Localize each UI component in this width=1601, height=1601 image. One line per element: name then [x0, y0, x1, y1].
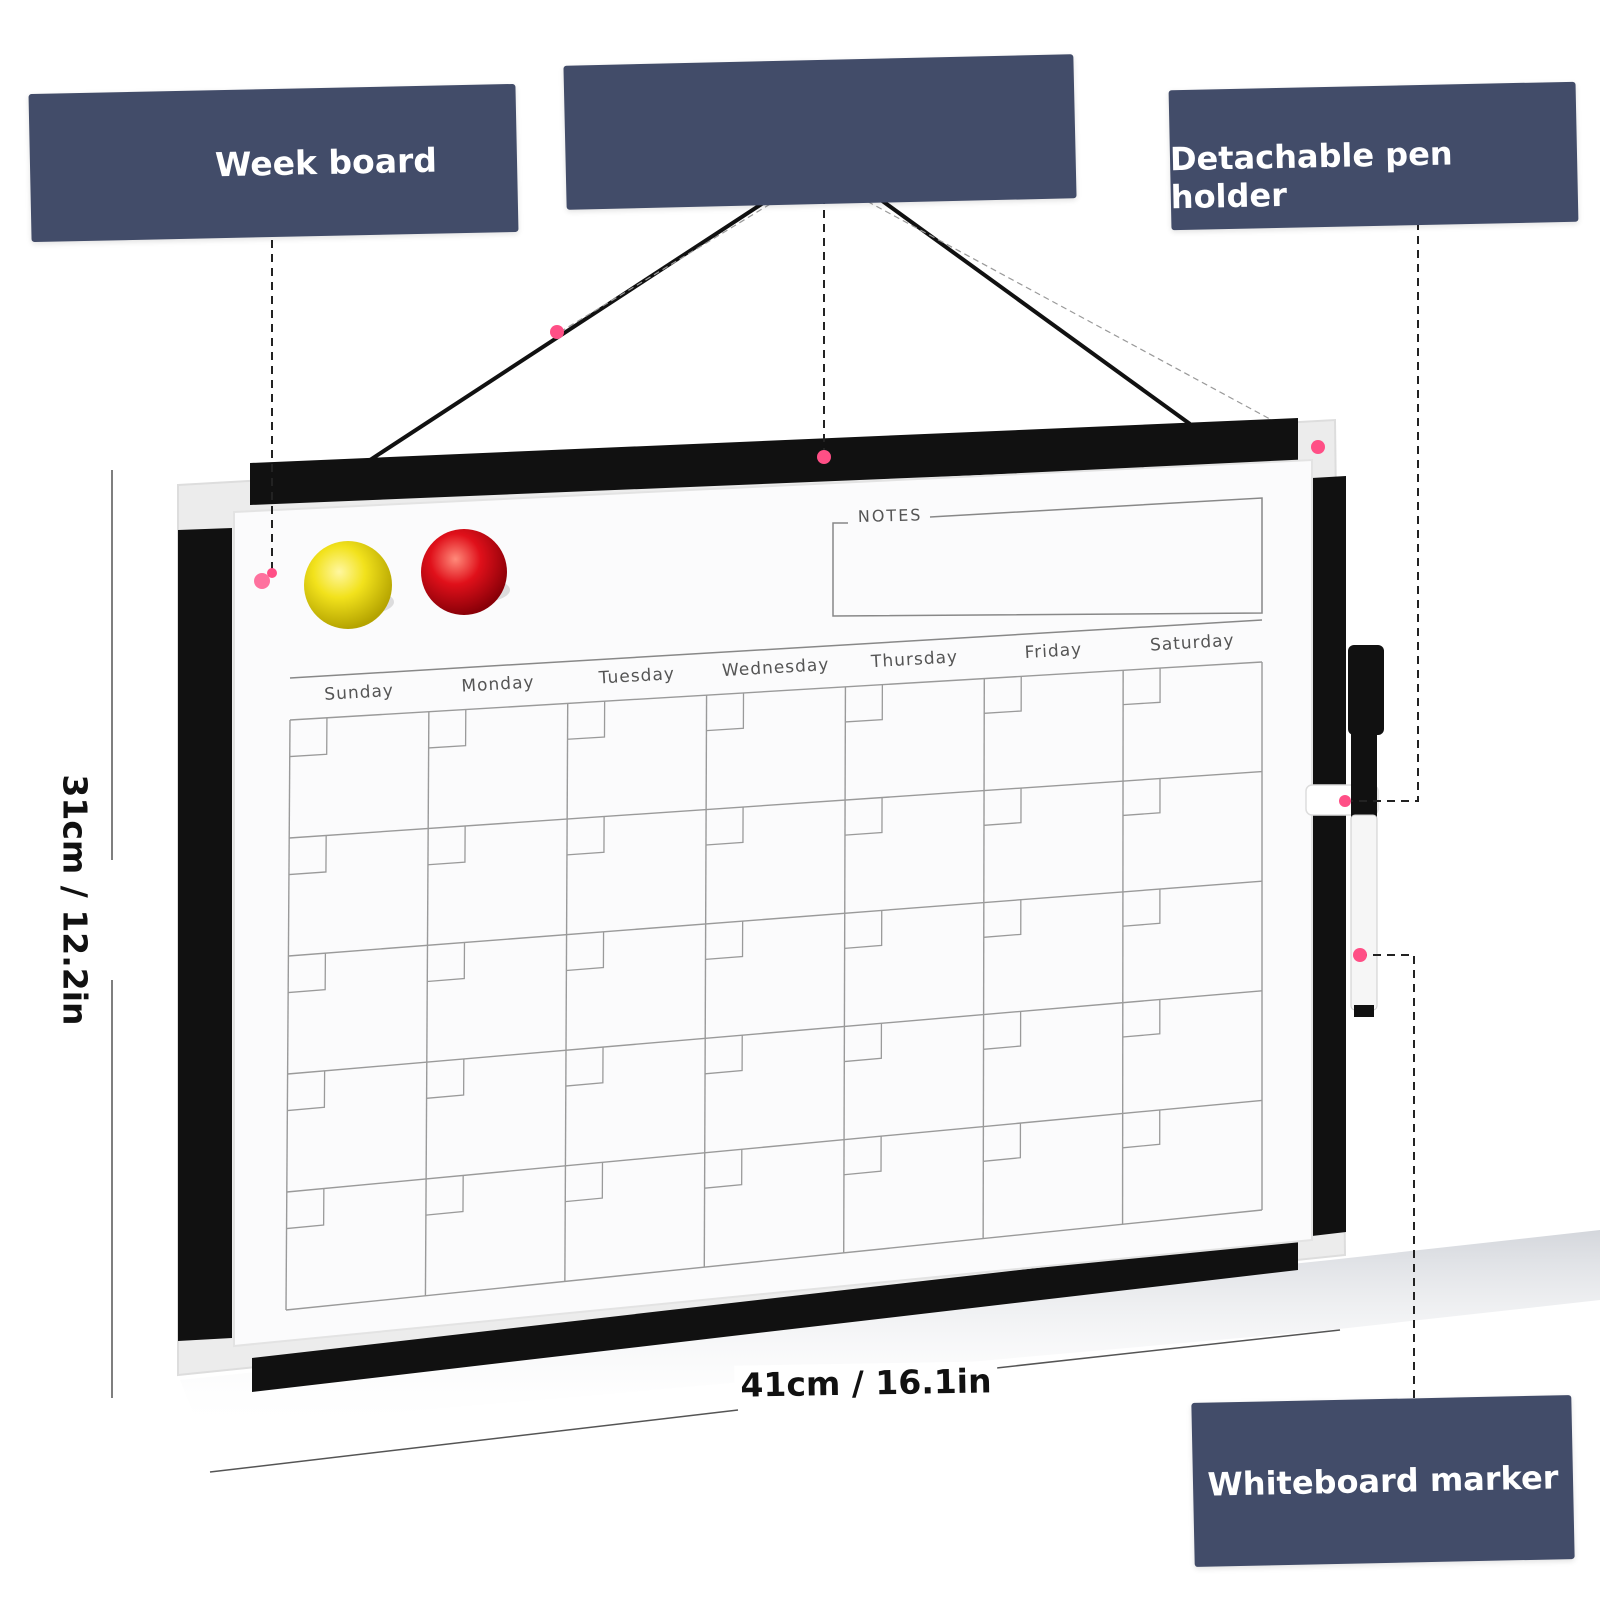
grid-column-line — [1121, 670, 1124, 1225]
date-box[interactable] — [565, 1162, 604, 1203]
marker-callout: Whiteboard marker — [1191, 1395, 1575, 1567]
date-box[interactable] — [705, 807, 744, 846]
grid-column-line — [982, 678, 985, 1239]
date-box[interactable] — [704, 1149, 743, 1189]
date-box[interactable] — [289, 717, 328, 758]
day-label-monday: Monday — [461, 672, 535, 696]
date-box[interactable] — [286, 1188, 325, 1230]
day-label-tuesday: Tuesday — [597, 664, 675, 688]
date-box[interactable] — [706, 692, 745, 732]
notes-label: NOTES — [858, 505, 923, 526]
grid-row-line — [288, 880, 1263, 957]
date-box[interactable] — [428, 709, 467, 749]
pen-holder-callout: Detachable pen holder — [1168, 81, 1579, 231]
grid-row-line — [286, 1099, 1263, 1193]
date-box[interactable] — [426, 1058, 465, 1099]
date-box[interactable] — [1122, 1110, 1161, 1149]
date-box[interactable] — [1123, 668, 1161, 706]
date-box[interactable] — [984, 676, 1022, 714]
marker-label: Whiteboard marker — [1207, 1458, 1559, 1504]
date-box[interactable] — [427, 942, 466, 983]
date-box[interactable] — [705, 921, 744, 961]
date-box[interactable] — [1122, 999, 1161, 1038]
height-dimension-label: 31cm / 12.2in — [55, 774, 95, 1026]
day-label-saturday: Saturday — [1149, 631, 1235, 656]
date-box[interactable] — [566, 931, 605, 972]
writing-surface — [233, 458, 1313, 1348]
hanging-cord — [368, 190, 1319, 462]
date-box[interactable] — [566, 816, 605, 856]
grid-row-line — [289, 661, 1263, 721]
notes-box: NOTES — [832, 497, 1263, 617]
grid-column-line — [424, 711, 430, 1296]
yellow-magnet[interactable] — [304, 541, 394, 629]
grid-column-line — [564, 703, 569, 1282]
red-magnet[interactable] — [421, 529, 510, 615]
pink-markers — [254, 325, 1367, 962]
grid-row-line — [287, 990, 1263, 1075]
grid-column-line — [703, 695, 708, 1268]
width-dimension-label: 41cm / 16.1in — [734, 1361, 998, 1405]
dimension-lines — [111, 470, 1341, 1473]
date-box[interactable] — [565, 1047, 604, 1087]
date-box[interactable] — [288, 953, 327, 994]
day-label-friday: Friday — [1024, 640, 1083, 663]
date-box[interactable] — [844, 910, 883, 949]
week-board-label: Week board — [214, 140, 438, 184]
board-shadow — [180, 1230, 1600, 1430]
grid-column-line — [285, 719, 291, 1311]
grid-row-line — [285, 1209, 1263, 1311]
date-box[interactable] — [1122, 778, 1161, 817]
whiteboard-marker[interactable] — [1348, 645, 1384, 1017]
date-box[interactable] — [983, 899, 1022, 938]
date-box[interactable] — [427, 825, 466, 866]
grid-row-line — [289, 770, 1263, 839]
pen-holder-label: Detachable pen holder — [1169, 134, 1453, 217]
date-box[interactable] — [845, 684, 884, 723]
week-board-callout: Week board — [28, 83, 519, 243]
calendar-grid — [285, 661, 1263, 1311]
grid-column-line — [843, 686, 847, 1253]
callout-leaders — [271, 196, 1419, 1412]
date-box[interactable] — [983, 788, 1022, 826]
hanging-rope-callout — [563, 54, 1077, 210]
date-box[interactable] — [288, 835, 327, 876]
date-box[interactable] — [287, 1070, 326, 1112]
date-box[interactable] — [844, 1023, 883, 1063]
date-box[interactable] — [843, 1136, 882, 1176]
day-label-sunday: Sunday — [324, 681, 395, 705]
date-box[interactable] — [705, 1035, 743, 1075]
date-box[interactable] — [1122, 889, 1161, 927]
date-box[interactable] — [983, 1123, 1022, 1162]
date-box[interactable] — [425, 1175, 464, 1216]
date-box[interactable] — [567, 701, 606, 740]
date-box[interactable] — [983, 1011, 1022, 1050]
date-box[interactable] — [844, 797, 883, 836]
